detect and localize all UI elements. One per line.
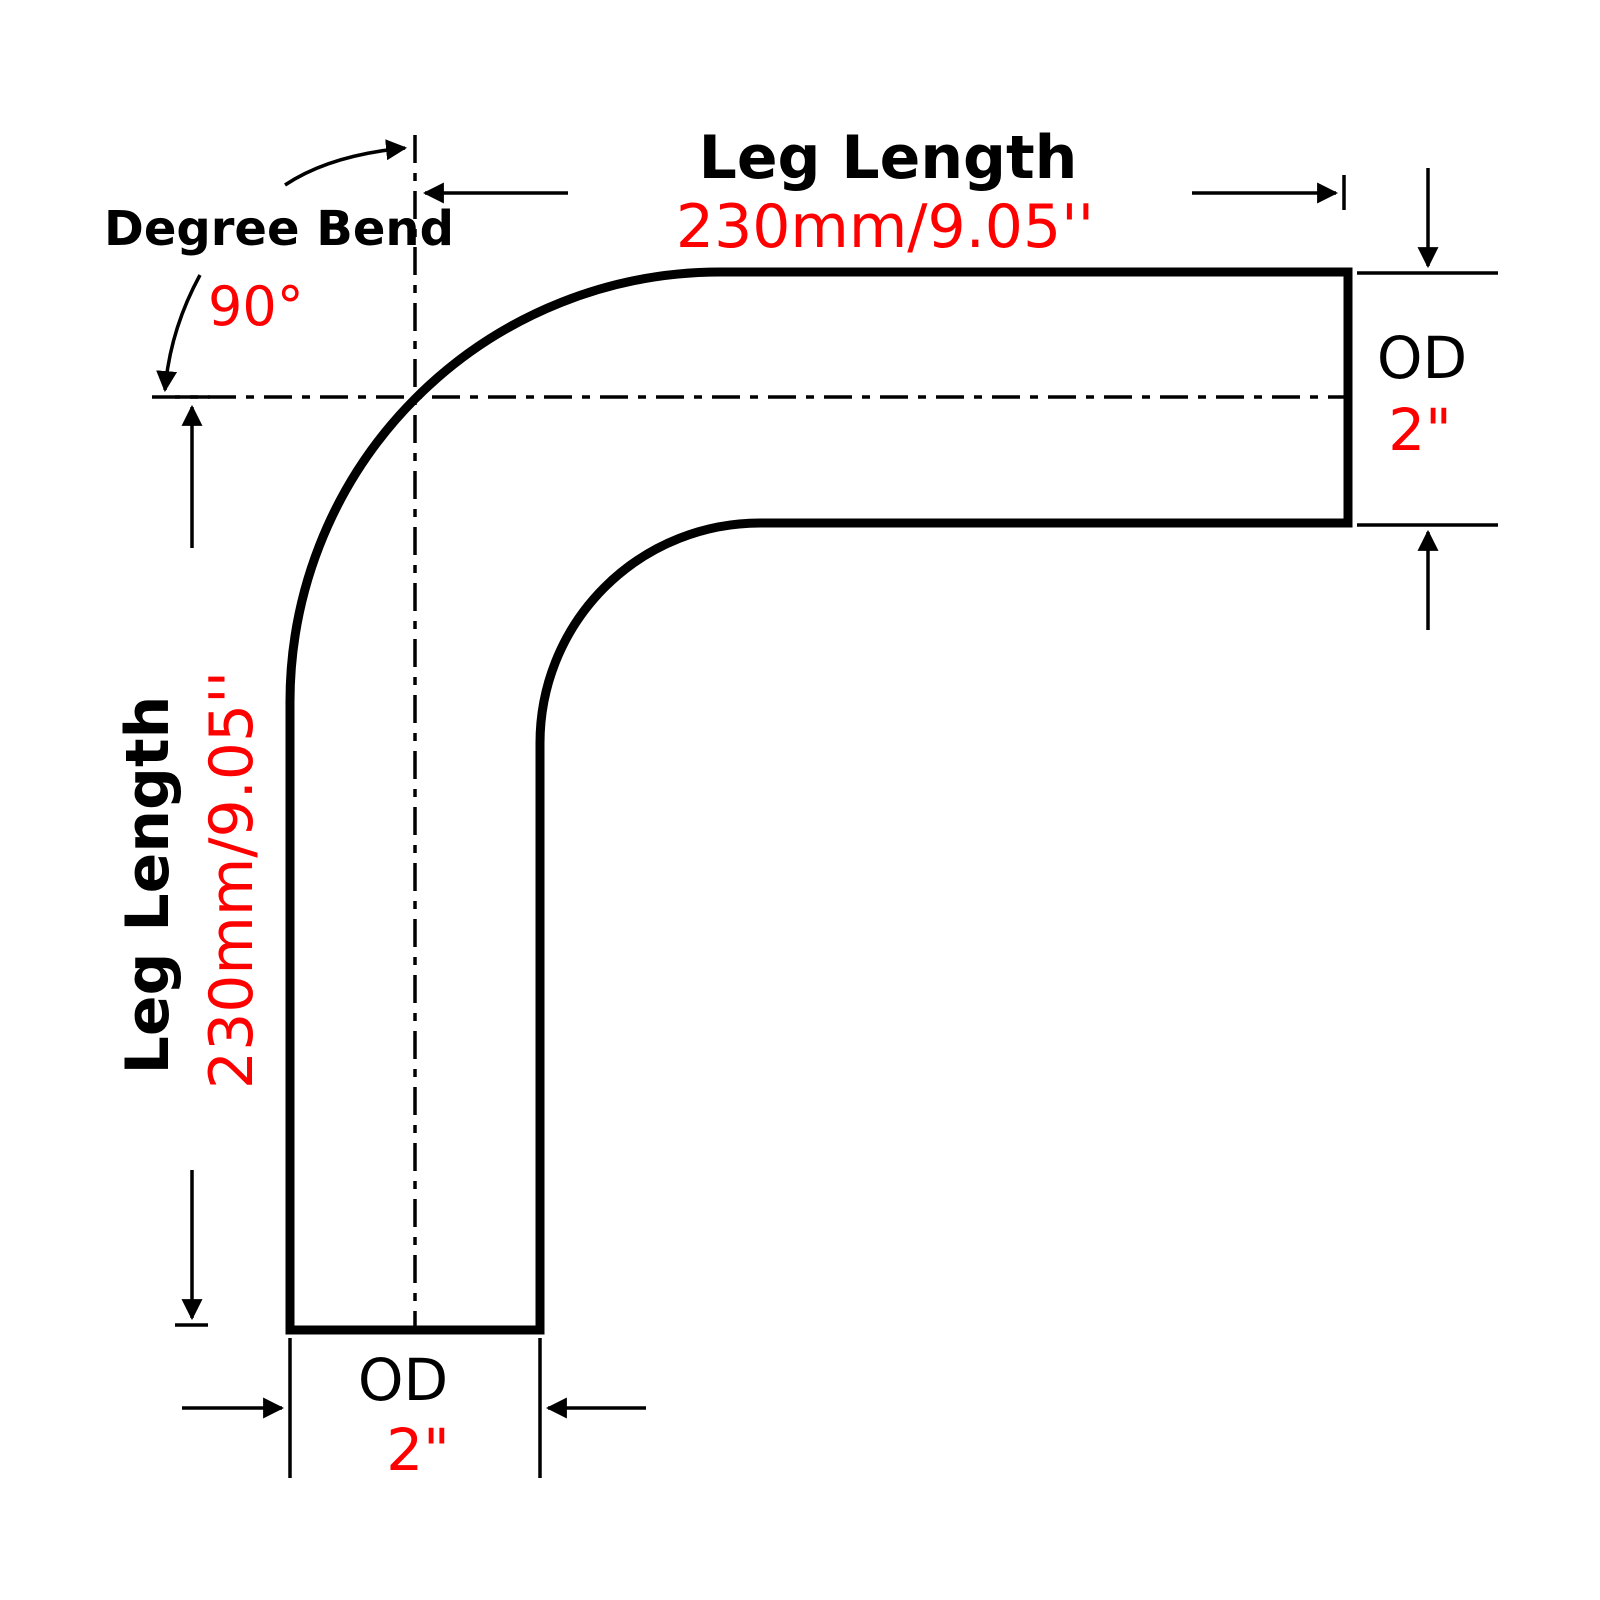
od-bottom-value: 2" [386,1416,450,1484]
centerlines [152,135,1348,1330]
degree-bend-value: 90° [208,275,304,338]
od-bottom-label: OD [358,1346,448,1414]
pipe-outline [285,267,1353,1335]
od-right-value: 2" [1388,396,1452,464]
leg-length-left-value: 230mm/9.05'' [197,671,267,1089]
degree-bend-arrows [156,139,408,393]
degree-bend-label: Degree Bend [104,201,454,257]
leg-length-left-dimension [175,395,210,1327]
leg-length-left-label: Leg Length [113,696,183,1075]
leg-length-top-value: 230mm/9.05'' [676,192,1094,262]
leg-length-top-label: Leg Length [699,123,1078,193]
leg-length-top-dimension [422,175,1346,210]
od-right-label: OD [1377,324,1467,392]
od-bottom-dimension [182,1338,646,1478]
od-right-dimension [1357,168,1498,630]
